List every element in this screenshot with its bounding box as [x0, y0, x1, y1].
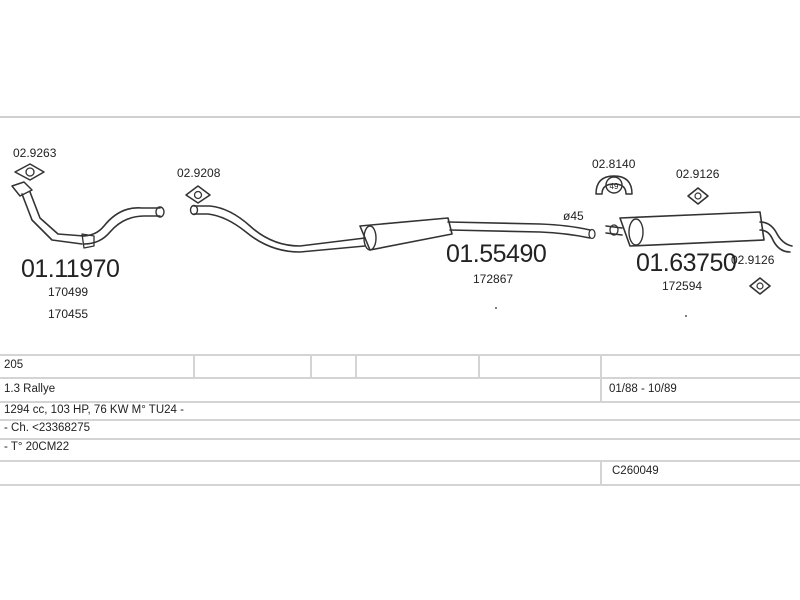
rear-silencer-drawing: [605, 211, 793, 253]
mount-ring-icon-text: 49: [610, 182, 619, 191]
diameter-label: ø45: [563, 209, 584, 223]
vehicle-type: - T° 20CM22: [4, 441, 70, 453]
table-rule: [0, 401, 800, 403]
gasket-front-code: 02.9263: [13, 146, 57, 160]
rear-clamp-bottom-icon: [749, 277, 771, 295]
rear-silencer-ref: 172594: [662, 279, 703, 293]
rear-clamp-bottom-code: 02.9126: [731, 253, 775, 267]
dot-marker: [685, 315, 687, 317]
middle-silencer-ref: 172867: [473, 272, 514, 286]
table-rule: [0, 484, 800, 486]
gasket-mid-icon: [185, 185, 211, 204]
table-divider: [600, 460, 602, 486]
vehicle-engine: 1294 cc, 103 HP, 76 KW M° TU24 -: [4, 404, 184, 416]
vehicle-variant: 1.3 Rallye: [4, 383, 56, 395]
middle-silencer-code: 01.55490: [446, 240, 547, 268]
table-divider: [600, 354, 602, 403]
rear-silencer-code: 01.63750: [636, 249, 737, 277]
mount-ring-icon: [595, 175, 633, 195]
rear-clamp-top-icon: [687, 187, 709, 205]
table-rule: [0, 460, 800, 462]
table-rule: [0, 419, 800, 421]
table-divider: [193, 354, 195, 379]
vehicle-chassis: - Ch. <23368275: [4, 422, 90, 434]
gasket-mid-code: 02.9208: [177, 166, 221, 180]
middle-silencer-drawing: [189, 204, 596, 253]
table-rule: [0, 438, 800, 440]
vehicle-model: 205: [4, 359, 24, 371]
dot-marker: [495, 307, 497, 309]
table-divider: [355, 354, 357, 379]
table-rule: [0, 354, 800, 356]
table-divider: [310, 354, 312, 379]
front-pipe-ref: 170499: [48, 285, 89, 299]
front-pipe-code: 01.11970: [21, 255, 120, 283]
table-divider: [478, 354, 480, 379]
front-pipe-drawing: [11, 181, 165, 249]
table-rule: [0, 377, 800, 379]
mount-ring-code: 02.8140: [592, 157, 636, 171]
rear-clamp-top-code: 02.9126: [676, 167, 720, 181]
gasket-front-icon: [14, 163, 45, 181]
catalogue-code: C260049: [612, 465, 659, 477]
front-pipe-ref: 170455: [48, 307, 89, 321]
vehicle-years: 01/88 - 10/89: [609, 383, 677, 395]
